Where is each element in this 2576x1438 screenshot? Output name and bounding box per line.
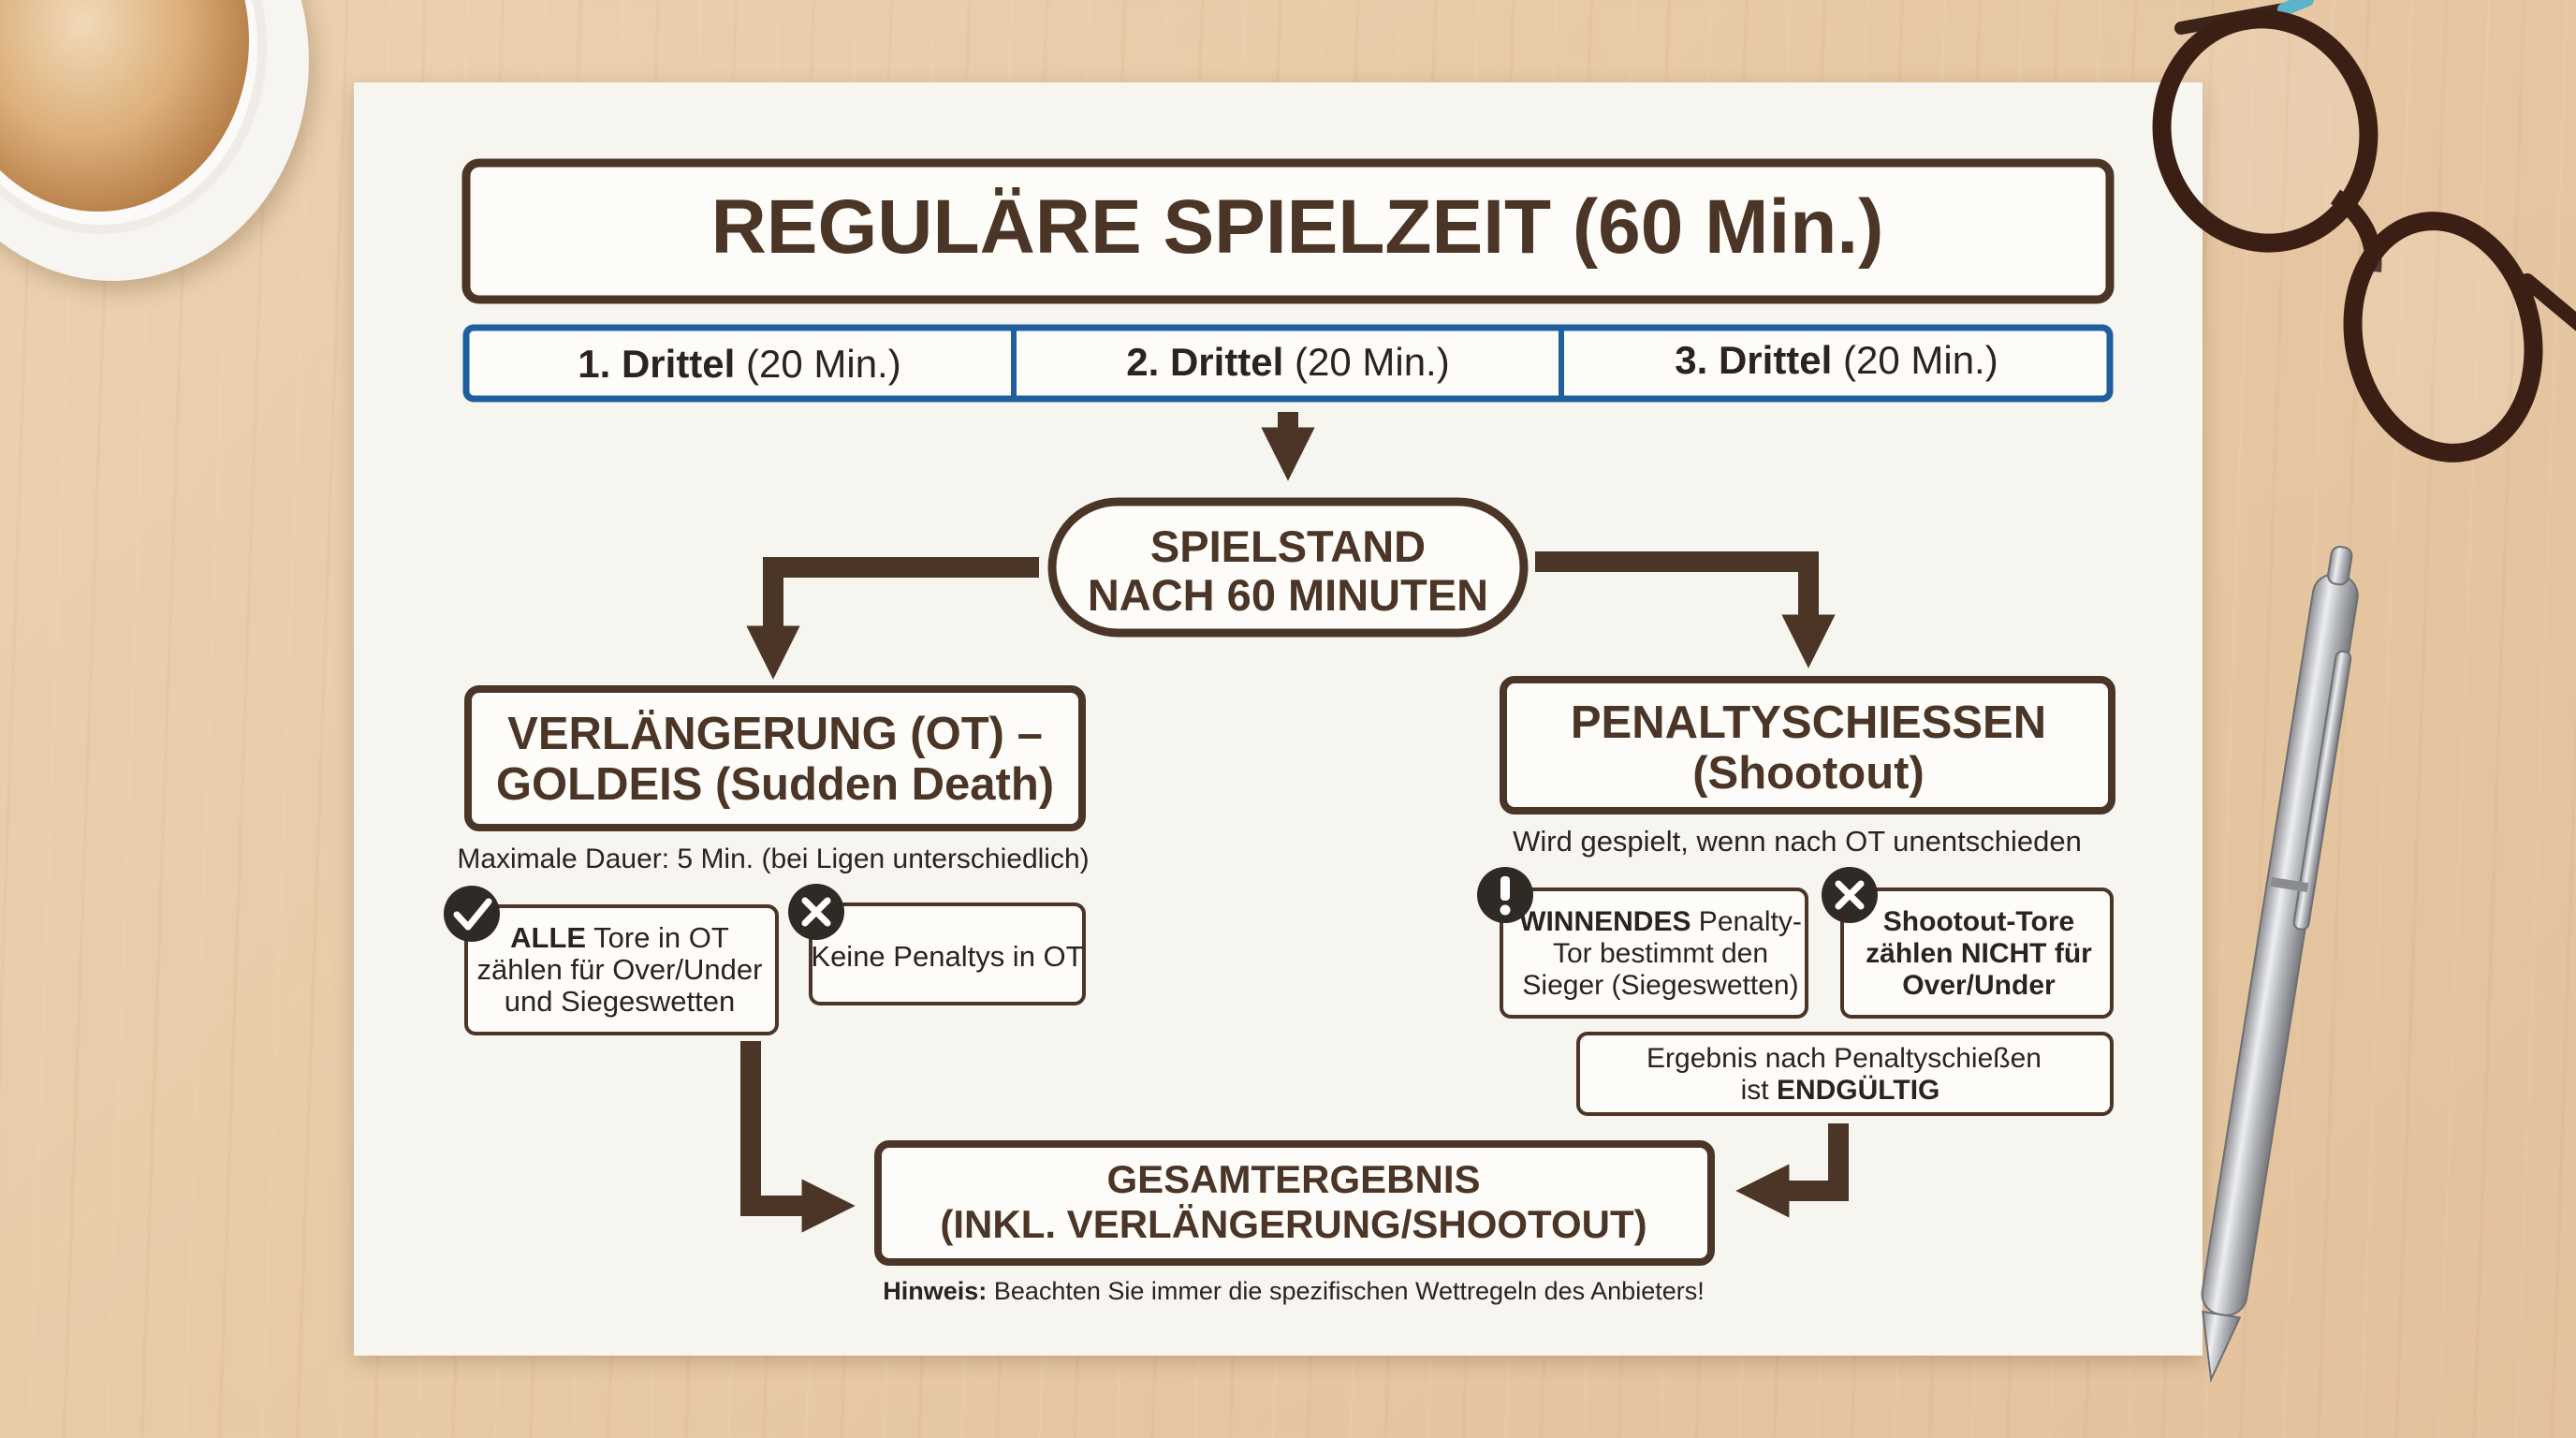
overtime-duration-note: Maximale Dauer: 5 Min. (bei Ligen unters…: [457, 844, 1089, 874]
check-icon: [444, 886, 500, 942]
arrow-shootout-to-result: [1735, 1123, 1849, 1218]
svg-text:Shootout-Tore: Shootout-Tore: [1883, 906, 2074, 937]
close-icon: [1822, 867, 1878, 923]
exclamation-icon: [1477, 867, 1533, 923]
svg-text:Keine Penaltys in OT: Keine Penaltys in OT: [811, 940, 1083, 973]
score-node: SPIELSTAND NACH 60 MINUTEN: [1047, 497, 1529, 638]
overtime-box: VERLÄNGERUNG (OT) – GOLDEIS (Sudden Deat…: [464, 685, 1086, 831]
arrow-overtime-to-result: [740, 1041, 856, 1233]
svg-text:zählen für Over/Under: zählen für Over/Under: [477, 953, 763, 986]
shootout-note: Wird gespielt, wenn nach OT unentschiede…: [1513, 825, 2082, 858]
svg-text:Sieger (Siegeswetten): Sieger (Siegeswetten): [1522, 970, 1798, 1001]
overtime-title-2: GOLDEIS (Sudden Death): [496, 759, 1054, 810]
svg-text:ALLE Tore in OT: ALLE Tore in OT: [510, 921, 729, 954]
svg-text:zählen NICHT für: zählen NICHT für: [1866, 938, 2092, 969]
title-text: REGULÄRE SPIELZEIT (60 Min.): [711, 184, 1884, 270]
svg-text:Over/Under: Over/Under: [1902, 970, 2056, 1001]
result-line-2: (INKL. VERLÄNGERUNG/SHOOTOUT): [940, 1202, 1647, 1246]
eyeglasses: [2152, 0, 2576, 562]
footer-note: Hinweis: Beachten Sie immer die spezifis…: [883, 1277, 1704, 1305]
close-icon: [788, 884, 844, 940]
periods-bar: 1. Drittel (20 Min.) 2. Drittel (20 Min.…: [462, 324, 2114, 403]
shootout-title-1: PENALTYSCHIESSEN: [1571, 697, 2046, 748]
shootout-final-rule: Ergebnis nach Penaltyschießen ist ENDGÜL…: [1576, 1032, 2114, 1116]
score-line-2: NACH 60 MINUTEN: [1088, 570, 1488, 620]
svg-text:ist ENDGÜLTIG: ist ENDGÜLTIG: [1741, 1075, 1940, 1106]
arrow-to-shootout: [1535, 551, 1836, 668]
shootout-goals-rule: Shootout-Tore zählen NICHT für Over/Unde…: [1840, 888, 2114, 1019]
shootout-box: PENALTYSCHIESSEN (Shootout): [1500, 676, 2115, 814]
svg-text:Ergebnis nach Penaltyschießen: Ergebnis nach Penaltyschießen: [1647, 1043, 2042, 1074]
shootout-winning-rule: WINNENDES Penalty- Tor bestimmt den Sieg…: [1500, 888, 1808, 1019]
shootout-title-2: (Shootout): [1692, 748, 1925, 799]
score-line-1: SPIELSTAND: [1150, 521, 1426, 571]
ballpoint-pen: [2201, 546, 2359, 1383]
result-line-1: GESAMTERGEBNIS: [1106, 1157, 1480, 1201]
overtime-no-penalty: Keine Penaltys in OT: [809, 902, 1086, 1005]
title-box: REGULÄRE SPIELZEIT (60 Min.): [461, 158, 2115, 304]
svg-text:Tor bestimmt den: Tor bestimmt den: [1553, 938, 1768, 969]
overtime-title-1: VERLÄNGERUNG (OT) –: [507, 709, 1043, 759]
svg-text:und Siegeswetten: und Siegeswetten: [505, 985, 735, 1018]
result-box: GESAMTERGEBNIS (INKL. VERLÄNGERUNG/SHOOT…: [874, 1140, 1715, 1266]
period-1: 1. Drittel (20 Min.): [578, 342, 900, 386]
overtime-goals-rule: ALLE Tore in OT zählen für Over/Under un…: [464, 904, 779, 1035]
svg-text:WINNENDES Penalty-: WINNENDES Penalty-: [1519, 906, 1802, 937]
period-3: 3. Drittel (20 Min.): [1675, 338, 1998, 382]
period-2: 2. Drittel (20 Min.): [1126, 340, 1449, 384]
arrow-to-overtime: [746, 557, 1039, 680]
